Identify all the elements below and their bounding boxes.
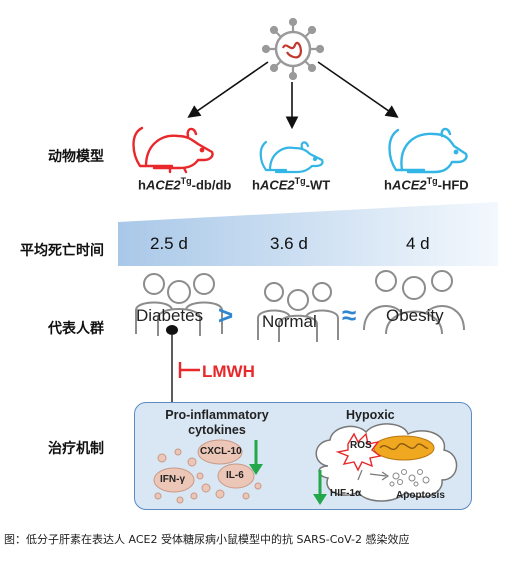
group-label-normal: Normal bbox=[262, 312, 317, 331]
row-label-survival: 平均死亡时间 bbox=[20, 243, 104, 259]
hypoxic-title: Hypoxic bbox=[346, 408, 395, 422]
cytokine-il6: IL-6 bbox=[226, 470, 244, 481]
diabetes-dot bbox=[166, 325, 178, 335]
treatment-connector bbox=[166, 325, 200, 402]
row-label-mechanism: 治疗机制 bbox=[48, 441, 104, 457]
survival-value-hfd: 4 d bbox=[406, 234, 430, 253]
arrow-to-db bbox=[187, 61, 269, 118]
people-icon-obesity bbox=[363, 270, 465, 334]
cytokine-ifn-gamma: IFN-γ bbox=[160, 474, 185, 485]
survival-wedge bbox=[118, 202, 498, 266]
comparator-greater: > bbox=[218, 300, 234, 330]
hif-label: HIF-1α bbox=[330, 488, 362, 499]
arrow-to-hfd bbox=[317, 61, 399, 118]
virus-icon bbox=[262, 18, 324, 80]
mouse-label-hfd: hACE2Tg-HFD bbox=[384, 176, 469, 193]
down-arrow-hif bbox=[313, 470, 327, 505]
mouse-icon-hfd bbox=[388, 127, 468, 174]
people-icon-normal bbox=[257, 282, 339, 342]
survival-value-db: 2.5 d bbox=[150, 234, 188, 253]
ros-label: ROS bbox=[350, 440, 372, 451]
row-label-groups: 代表人群 bbox=[48, 321, 104, 337]
comparator-approx: ≈ bbox=[342, 300, 357, 330]
cytokine-bubbles bbox=[153, 439, 262, 504]
mouse-label-db: hACE2Tg-db/db bbox=[138, 176, 232, 193]
cytokines-title: Pro-inflammatory cytokines bbox=[165, 408, 269, 437]
row-label-animal-models: 动物模型 bbox=[48, 149, 104, 165]
drug-label-lmwh: LMWH bbox=[202, 362, 255, 381]
group-label-diabetes: Diabetes bbox=[136, 306, 204, 325]
figure-caption: 图：低分子肝素在表达人 ACE2 受体糖尿病小鼠模型中的抗 SARS-CoV-2… bbox=[4, 533, 410, 546]
group-label-obesity: Obesity bbox=[386, 306, 444, 325]
mouse-icon-wt bbox=[259, 140, 324, 174]
mouse-icon-db bbox=[132, 126, 214, 174]
mouse-label-wt: hACE2Tg-WT bbox=[252, 176, 331, 193]
survival-value-wt: 3.6 d bbox=[270, 234, 308, 253]
down-arrow-cytokines bbox=[249, 440, 263, 475]
hypoxic-cloud bbox=[315, 423, 458, 502]
apoptosis-label: Apoptosis bbox=[396, 490, 445, 501]
virus-arrows bbox=[187, 61, 399, 130]
cytokine-cxcl10: CXCL-10 bbox=[200, 446, 242, 457]
